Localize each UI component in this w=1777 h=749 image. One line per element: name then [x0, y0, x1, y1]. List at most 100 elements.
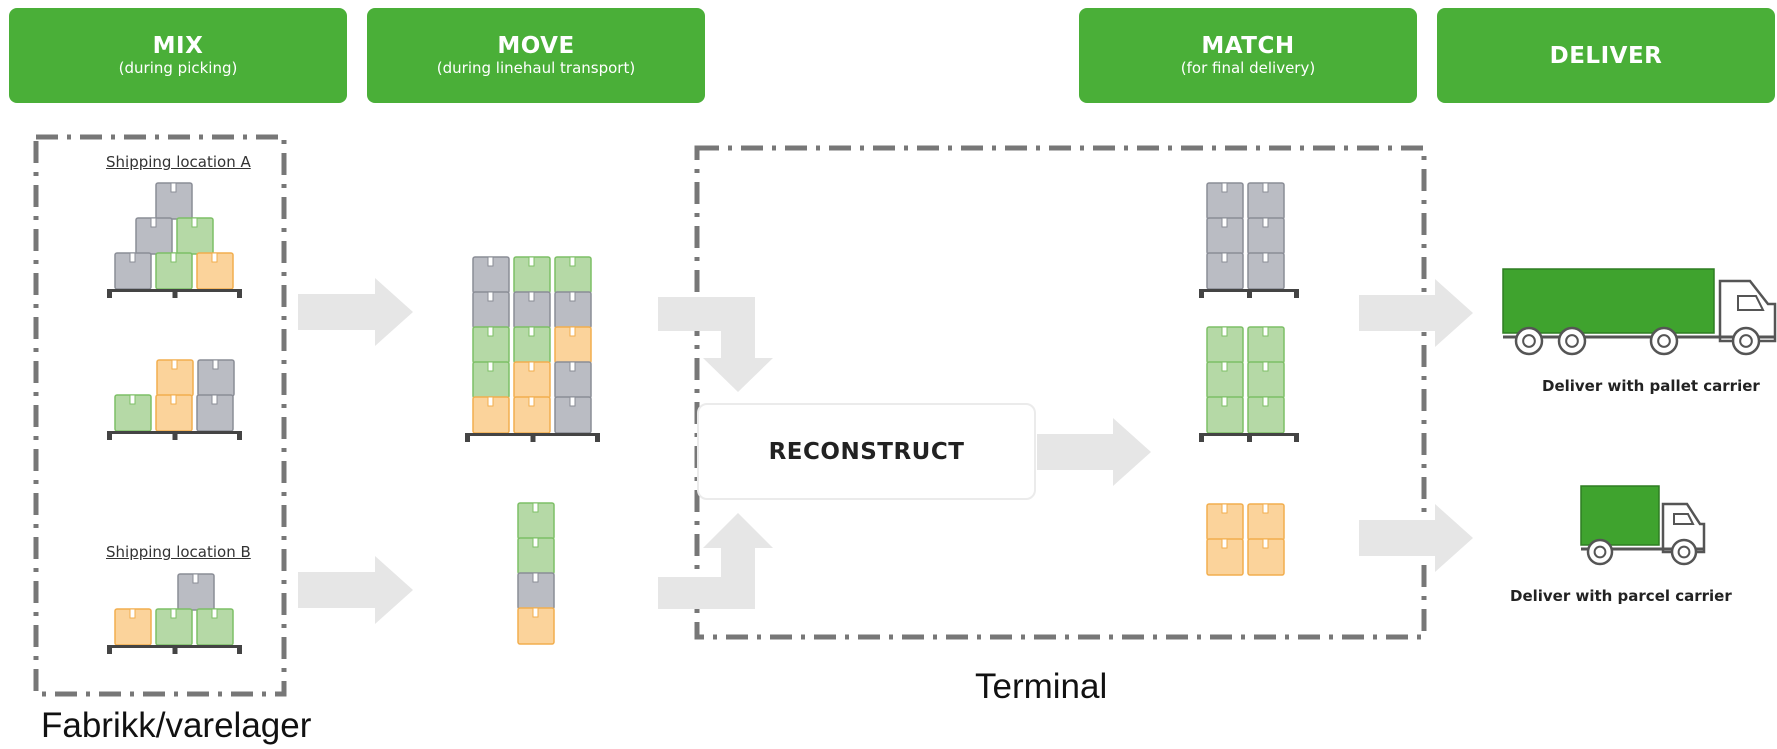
box-green [554, 256, 592, 294]
pallet [107, 645, 242, 648]
box-grey [135, 217, 173, 255]
stage-header-match: MATCH (for final delivery) [1079, 8, 1417, 103]
box-grey [177, 573, 215, 611]
box-grey [554, 291, 592, 329]
box-orange [517, 607, 555, 645]
box-grey [1206, 252, 1244, 290]
stack-location-b [107, 573, 242, 654]
box-grey [155, 182, 193, 220]
arrow-to-parcel-carrier [1359, 504, 1473, 572]
box-green [176, 217, 214, 255]
stage-header-move: MOVE (during linehaul transport) [367, 8, 705, 103]
box-green [517, 502, 555, 540]
box-grey [513, 291, 551, 329]
box-green [114, 394, 152, 432]
pallet [1199, 433, 1299, 436]
arrow-move-into-terminal-top [658, 297, 773, 392]
stack-location-a-1 [107, 182, 242, 298]
box-green [513, 256, 551, 294]
box-orange [513, 396, 551, 434]
box-green [155, 608, 193, 646]
box-orange [196, 252, 234, 290]
box-grey [1206, 217, 1244, 255]
truck-window [1737, 295, 1765, 311]
box-grey [554, 361, 592, 399]
box-grey [1206, 182, 1244, 220]
box-grey [1247, 252, 1285, 290]
box-grey [196, 394, 234, 432]
stack-location-a-2 [107, 359, 242, 440]
terminal-label: Terminal [975, 667, 1108, 706]
flow-arrows [298, 278, 1473, 624]
box-stacks [107, 182, 1299, 654]
box-green [1247, 361, 1285, 399]
stage-title: MIX [152, 33, 204, 59]
box-orange [156, 359, 194, 397]
trucks [1502, 268, 1777, 566]
pallet-truck-icon [1502, 268, 1777, 356]
dashed-zones [33, 134, 1427, 697]
box-grey [114, 252, 152, 290]
parcel-truck-icon [1580, 485, 1706, 566]
box-orange [513, 361, 551, 399]
box-orange [1206, 538, 1244, 576]
box-orange [554, 326, 592, 364]
box-grey [197, 359, 235, 397]
arrow-mix-to-move-bottom [298, 556, 413, 624]
truck-window [1673, 513, 1695, 525]
stack-match-orange [1206, 503, 1285, 576]
box-green [1206, 396, 1244, 434]
arrow-to-pallet-carrier [1359, 279, 1473, 347]
box-grey [554, 396, 592, 434]
box-green [1206, 326, 1244, 364]
stage-header-deliver: DELIVER [1437, 8, 1775, 103]
terminal-zone-border [694, 145, 1427, 640]
box-orange [1247, 503, 1285, 541]
arrow-mix-to-move-top [298, 278, 413, 346]
stage-header-mix: MIX (during picking) [9, 8, 347, 103]
factory-zone-border [33, 134, 287, 697]
box-green [1206, 361, 1244, 399]
pallet [1199, 289, 1299, 292]
box-orange [1206, 503, 1244, 541]
box-orange [114, 608, 152, 646]
box-grey [1247, 217, 1285, 255]
stack-match-green [1199, 326, 1299, 442]
arrow-reconstruct-to-match [1037, 418, 1151, 486]
box-grey [1247, 182, 1285, 220]
stage-subtitle: (during linehaul transport) [436, 59, 636, 77]
box-grey [472, 256, 510, 294]
pallet [465, 433, 600, 436]
box-green [196, 608, 234, 646]
reconstruct-box: RECONSTRUCT [697, 403, 1036, 500]
box-green [517, 537, 555, 575]
stage-title: DELIVER [1549, 42, 1663, 69]
stage-title: MOVE [497, 33, 575, 59]
arrow-move-into-terminal-bottom [658, 513, 773, 609]
shipping-location-a-label: Shipping location A [106, 153, 251, 171]
pallet [107, 431, 242, 434]
truck-cargo [1502, 268, 1715, 334]
shipping-location-b-label: Shipping location B [106, 543, 251, 561]
parcel-carrier-caption: Deliver with parcel carrier [1510, 587, 1732, 605]
stage-subtitle: (during picking) [118, 59, 238, 77]
box-orange [155, 394, 193, 432]
pallet [107, 289, 242, 292]
stack-match-grey [1199, 182, 1299, 298]
truck-cargo [1580, 485, 1660, 546]
box-green [513, 326, 551, 364]
box-orange [1247, 538, 1285, 576]
stack-move-parcels [517, 502, 555, 645]
pallet-carrier-caption: Deliver with pallet carrier [1542, 377, 1760, 395]
box-green [155, 252, 193, 290]
stack-move-pallet [465, 256, 600, 442]
box-green [1247, 326, 1285, 364]
box-green [1247, 396, 1285, 434]
box-grey [472, 291, 510, 329]
stage-title: MATCH [1201, 33, 1295, 59]
box-green [472, 361, 510, 399]
stage-subtitle: (for final delivery) [1180, 59, 1316, 77]
box-orange [472, 396, 510, 434]
factory-warehouse-label: Fabrikk/varelager [41, 706, 312, 745]
